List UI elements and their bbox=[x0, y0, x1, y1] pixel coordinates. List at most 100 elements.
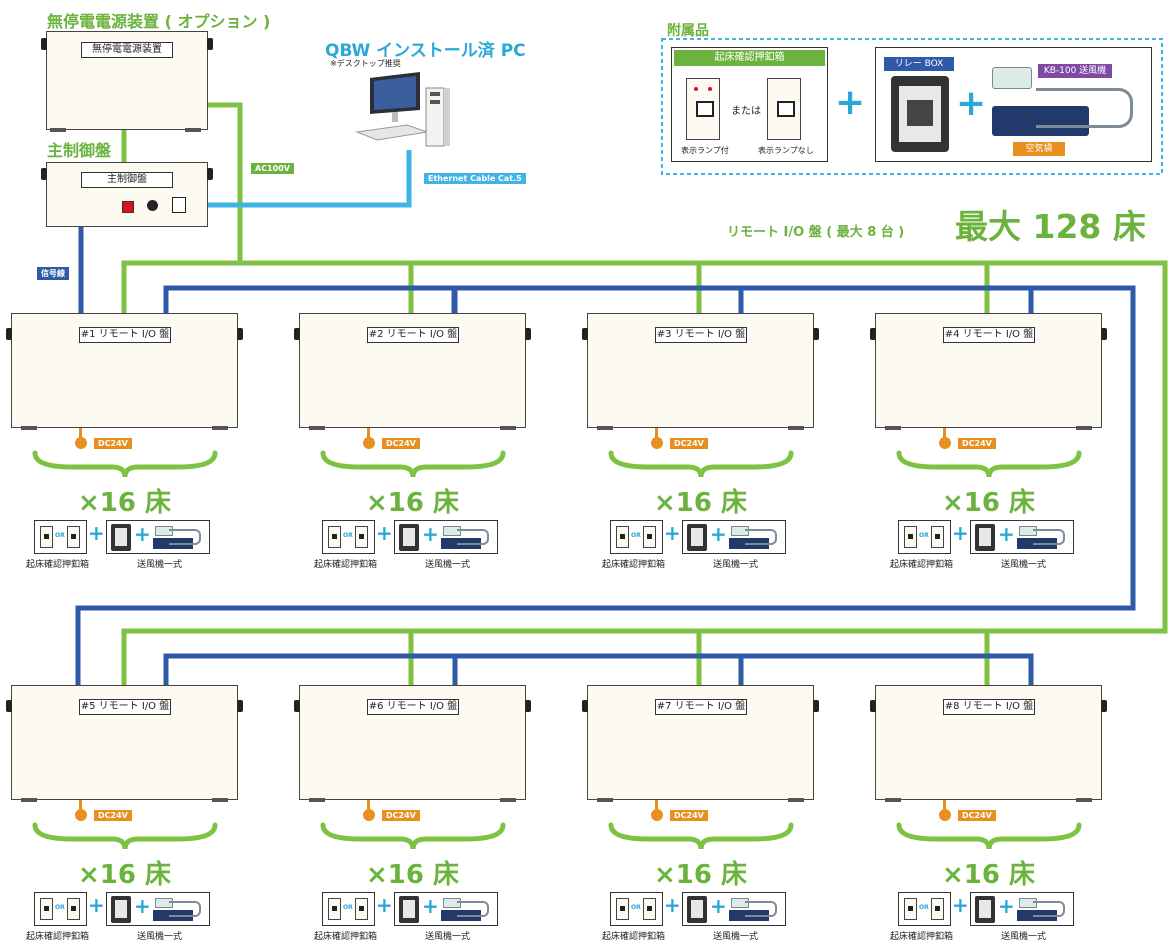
remote-io-label: #5 リモート I/O 盤 bbox=[79, 699, 171, 715]
brace-icon bbox=[320, 449, 506, 483]
latch-left bbox=[6, 700, 12, 712]
remote-io-panel: #3 リモート I/O 盤 bbox=[587, 313, 814, 428]
remote-io-panel: #4 リモート I/O 盤 bbox=[875, 313, 1102, 428]
or-text: または bbox=[731, 106, 761, 117]
dc-connector-icon bbox=[651, 437, 663, 449]
relay-box-tag: リレー BOX bbox=[884, 57, 954, 71]
dc-connector-icon bbox=[363, 437, 375, 449]
remote-io-panel: #5 リモート I/O 盤 bbox=[11, 685, 238, 800]
latch-left bbox=[6, 328, 12, 340]
brace-icon bbox=[608, 449, 794, 483]
latch-right bbox=[813, 700, 819, 712]
or-label: OR bbox=[343, 532, 353, 539]
mini-pushbox-icon bbox=[904, 526, 917, 548]
mini-hose-icon bbox=[1033, 529, 1065, 545]
panel-latch-left bbox=[41, 168, 47, 180]
mini-relay-icon bbox=[687, 896, 707, 923]
dc24v-tag: DC24V bbox=[670, 810, 708, 821]
remote-io-label: #4 リモート I/O 盤 bbox=[943, 327, 1035, 343]
plus-icon: + bbox=[134, 522, 151, 546]
dc24v-tag: DC24V bbox=[958, 810, 996, 821]
latch-right bbox=[1101, 328, 1107, 340]
mini-relay-fan-panel: + bbox=[970, 520, 1074, 554]
or-label: OR bbox=[55, 904, 65, 911]
plus-icon: + bbox=[422, 522, 439, 546]
bed-count: ×16 床 bbox=[366, 488, 460, 518]
brace-icon bbox=[320, 821, 506, 855]
ups-heading: 無停電電源装置 ( オプション ) bbox=[47, 12, 271, 31]
dc-line bbox=[655, 800, 658, 810]
mini-pushbox-panel: OR bbox=[898, 892, 951, 926]
plus-icon: + bbox=[664, 521, 681, 545]
remote-io-panel: #7 リモート I/O 盤 bbox=[587, 685, 814, 800]
mini-pushbox-icon bbox=[328, 526, 341, 548]
mini-relay-icon bbox=[111, 524, 131, 551]
dc-connector-icon bbox=[75, 437, 87, 449]
latch-left bbox=[582, 328, 588, 340]
mini-pushbox-icon bbox=[40, 526, 53, 548]
pushbox-title: 起床確認押釦箱 bbox=[674, 50, 825, 66]
latch-right bbox=[237, 328, 243, 340]
mini-relay-fan-panel: + bbox=[106, 520, 210, 554]
unit-foot bbox=[21, 798, 37, 802]
mini-pushbox-panel: OR bbox=[898, 520, 951, 554]
or-label: OR bbox=[631, 532, 641, 539]
mini-pushbox-icon bbox=[40, 898, 53, 920]
mini-pushbox-icon bbox=[355, 526, 368, 548]
pushbox-panel: 起床確認押釦箱 または 表示ランプ付 表示ランプなし bbox=[671, 47, 828, 162]
or-label: OR bbox=[631, 904, 641, 911]
unit-foot bbox=[212, 798, 228, 802]
plus-icon: + bbox=[710, 894, 727, 918]
mini-hose-icon bbox=[1033, 901, 1065, 917]
unit-foot bbox=[788, 798, 804, 802]
dc24v-tag: DC24V bbox=[94, 438, 132, 449]
latch-left bbox=[294, 328, 300, 340]
with-lamp-label: 表示ランプ付 bbox=[681, 146, 729, 155]
brace-icon bbox=[32, 821, 218, 855]
dc24v-tag: DC24V bbox=[670, 438, 708, 449]
fan-set-caption: 送風機一式 bbox=[713, 560, 759, 570]
desktop-pc-icon bbox=[355, 72, 450, 147]
fan-set-caption: 送風機一式 bbox=[137, 560, 183, 570]
dc-line bbox=[943, 800, 946, 810]
ups-latch-left bbox=[41, 38, 47, 50]
remote-io-label: #1 リモート I/O 盤 bbox=[79, 327, 171, 343]
mini-pushbox-icon bbox=[931, 898, 944, 920]
mini-pushbox-icon bbox=[67, 526, 80, 548]
mini-hose-icon bbox=[169, 901, 201, 917]
relay-box-icon bbox=[891, 76, 949, 152]
plus-icon: + bbox=[835, 82, 866, 123]
without-lamp-label: 表示ランプなし bbox=[758, 146, 814, 155]
mini-pushbox-icon bbox=[328, 898, 341, 920]
latch-right bbox=[1101, 700, 1107, 712]
fan-icon bbox=[992, 67, 1032, 89]
plus-icon: + bbox=[422, 894, 439, 918]
capacity-headline: 最大 128 床 bbox=[955, 207, 1146, 246]
mini-hose-icon bbox=[745, 901, 777, 917]
mini-relay-fan-panel: + bbox=[682, 892, 786, 926]
mini-relay-fan-panel: + bbox=[682, 520, 786, 554]
remote-io-label: #7 リモート I/O 盤 bbox=[655, 699, 747, 715]
dc-connector-icon bbox=[75, 809, 87, 821]
bed-count: ×16 床 bbox=[366, 860, 460, 890]
ups-unit: 無停電電源装置 bbox=[46, 31, 208, 130]
mini-hose-icon bbox=[457, 901, 489, 917]
fan-set-caption: 送風機一式 bbox=[425, 932, 471, 942]
unit-foot bbox=[1076, 798, 1092, 802]
pushbox-caption: 起床確認押釦箱 bbox=[890, 932, 954, 942]
latch-left bbox=[294, 700, 300, 712]
mini-relay-fan-panel: + bbox=[106, 892, 210, 926]
key-switch-icon bbox=[172, 197, 186, 213]
plus-icon: + bbox=[998, 522, 1015, 546]
or-label: OR bbox=[343, 904, 353, 911]
latch-right bbox=[525, 700, 531, 712]
mini-relay-fan-panel: + bbox=[970, 892, 1074, 926]
mini-relay-icon bbox=[687, 524, 707, 551]
fan-set-caption: 送風機一式 bbox=[425, 560, 471, 570]
mini-pushbox-icon bbox=[931, 526, 944, 548]
ups-latch-right bbox=[207, 38, 213, 50]
latch-right bbox=[237, 700, 243, 712]
plus-icon: + bbox=[134, 894, 151, 918]
mini-pushbox-panel: OR bbox=[34, 520, 87, 554]
